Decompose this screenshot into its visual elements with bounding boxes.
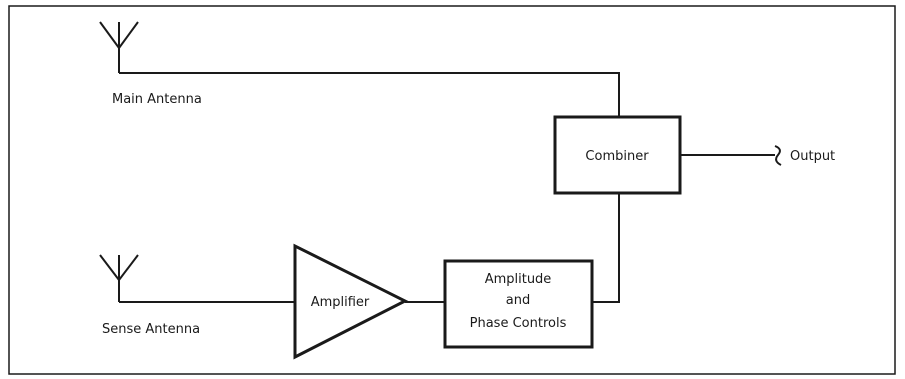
- amplifier-block: [293, 243, 409, 360]
- diagram-frame: [8, 5, 896, 375]
- amplitude-label-line2: and: [506, 293, 530, 308]
- sense-antenna-icon: [99, 254, 139, 302]
- main-antenna-wire: [119, 72, 620, 117]
- combiner-label: Combiner: [585, 149, 649, 164]
- combiner-block: [553, 115, 682, 195]
- main-antenna-icon: [99, 21, 139, 73]
- sense-antenna-label: Sense Antenna: [102, 322, 200, 337]
- amplifier-label: Amplifier: [311, 295, 370, 310]
- controls-to-combiner-wire: [592, 193, 620, 303]
- amplitude-label-line1: Amplitude: [485, 272, 552, 287]
- amplitude-label-line3: Phase Controls: [470, 316, 567, 331]
- amplitude-phase-controls-block: [443, 259, 594, 349]
- main-antenna-label: Main Antenna: [112, 92, 202, 107]
- output-terminal-icon: [774, 145, 782, 166]
- output-label: Output: [790, 149, 835, 164]
